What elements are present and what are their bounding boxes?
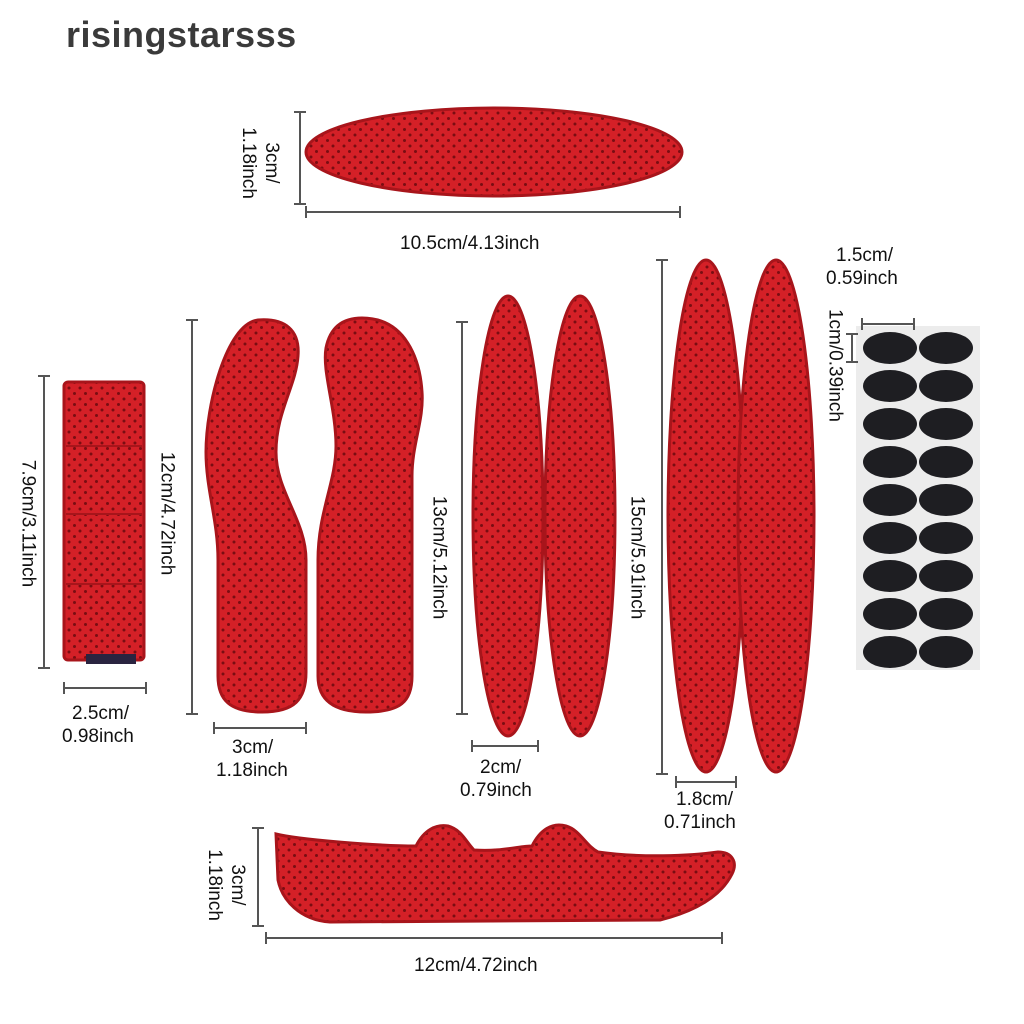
top-oval-width-bar bbox=[305, 206, 681, 218]
mid-pad-width-bar bbox=[471, 740, 539, 752]
black-dot bbox=[919, 598, 973, 630]
mid-pad-right bbox=[543, 294, 617, 738]
mid-pad-left bbox=[471, 294, 545, 738]
bottom-pad-height-bar bbox=[252, 827, 264, 927]
long-pad-height-label: 15cm/5.91inch bbox=[626, 495, 648, 620]
strip-height-label: 7.9cm/3.11inch bbox=[17, 459, 39, 588]
long-pad-right bbox=[736, 258, 816, 774]
black-dot bbox=[863, 446, 917, 478]
bottom-pad-width-label: 12cm/4.72inch bbox=[414, 955, 538, 976]
black-dot bbox=[863, 522, 917, 554]
black-dot bbox=[919, 446, 973, 478]
side-pad-height-bar bbox=[186, 319, 198, 715]
black-dot bbox=[919, 370, 973, 402]
dot-width-label: 1.5cm/0.59inch bbox=[826, 245, 898, 289]
black-dot bbox=[919, 408, 973, 440]
side-pad-right bbox=[316, 316, 424, 714]
black-dot bbox=[919, 636, 973, 668]
mid-pad-width-label: 2cm/0.79inch bbox=[460, 757, 532, 801]
dot-height-label: 1cm/0.39inch bbox=[824, 308, 846, 422]
black-dot bbox=[919, 484, 973, 516]
top-oval-width-label: 10.5cm/4.13inch bbox=[400, 233, 540, 254]
black-dot bbox=[863, 332, 917, 364]
strip-width-bar bbox=[63, 682, 147, 694]
black-dot bbox=[919, 560, 973, 592]
long-pad-width-bar bbox=[675, 776, 737, 788]
dot-height-bar bbox=[846, 333, 858, 363]
top-oval-height-bar bbox=[294, 111, 306, 205]
top-oval-height-label: 3cm/1.18inch bbox=[238, 127, 282, 199]
long-pad-width-label: 1.8cm/0.71inch bbox=[664, 789, 736, 833]
bottom-pad-width-bar bbox=[265, 932, 723, 944]
black-dot-sheet bbox=[856, 326, 980, 670]
side-pad-width-label: 3cm/1.18inch bbox=[216, 737, 288, 781]
black-dot bbox=[919, 522, 973, 554]
mid-pad-height-label: 13cm/5.12inch bbox=[428, 495, 450, 620]
long-pad-left bbox=[666, 258, 746, 774]
black-dot bbox=[919, 332, 973, 364]
long-pad-height-bar bbox=[656, 259, 668, 775]
side-pad-height-label: 12cm/4.72inch bbox=[156, 451, 178, 576]
mid-pad-height-bar bbox=[456, 321, 468, 715]
bottom-front-pad bbox=[274, 823, 736, 924]
watermark: risingstarsss bbox=[66, 14, 297, 55]
black-dot bbox=[863, 560, 917, 592]
side-pad-left bbox=[204, 318, 308, 714]
black-dot bbox=[863, 484, 917, 516]
strip-pad bbox=[62, 380, 146, 664]
black-dot bbox=[863, 408, 917, 440]
strip-width-label: 2.5cm/0.98inch bbox=[62, 703, 134, 747]
black-dot bbox=[863, 598, 917, 630]
bottom-pad-height-label: 3cm/1.18inch bbox=[204, 849, 248, 921]
black-dot bbox=[863, 636, 917, 668]
top-oval-pad bbox=[304, 106, 684, 198]
dot-width-bar bbox=[861, 318, 915, 330]
black-dot bbox=[863, 370, 917, 402]
strip-height-bar bbox=[38, 375, 50, 669]
side-pad-width-bar bbox=[213, 722, 307, 734]
